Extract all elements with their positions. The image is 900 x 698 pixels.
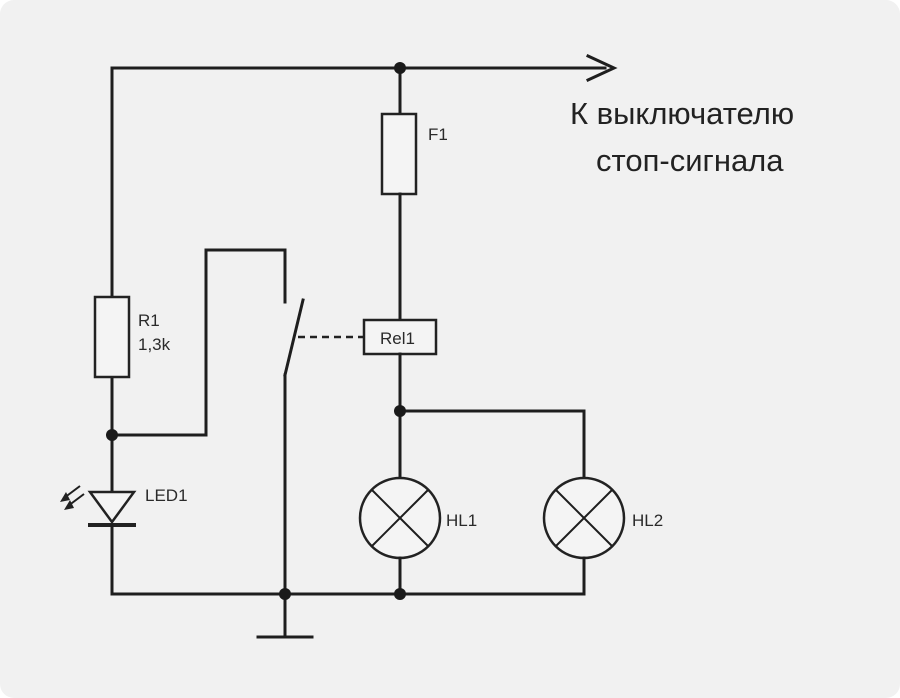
junction-node [279,588,291,600]
resistor-value: 1,3k [138,335,171,354]
switch-feed-wire [110,248,287,437]
junction-node [394,62,406,74]
relay-label: Rel1 [380,329,415,348]
resistor-label: R1 [138,311,160,330]
switch-icon [283,298,305,377]
fuse-label: F1 [428,125,448,144]
junction-node [394,588,406,600]
caption-line1: К выключателю [570,96,794,131]
lamp-icon [542,476,626,560]
lamp1-label: HL1 [446,511,477,530]
resistor-r1 [93,295,131,379]
junction-node [394,405,406,417]
fuse-f1 [380,112,418,196]
caption-line2: стоп-сигнала [596,143,784,178]
top-bus-wire [110,66,607,437]
arrow-right-icon [586,54,618,82]
led-label: LED1 [145,486,188,505]
lamp-icon [358,476,442,560]
lamp-branch-wire [398,409,586,480]
led-icon [60,485,137,527]
junction-node [106,429,118,441]
relay-rel1 [362,318,438,356]
lamp2-label: HL2 [632,511,663,530]
